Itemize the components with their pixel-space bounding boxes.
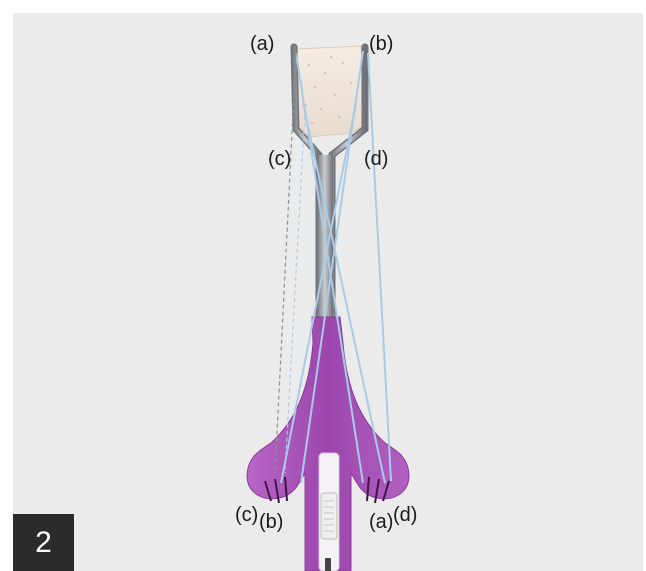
label-bottom-d: (d) [393, 505, 417, 525]
illustration-panel: (a) (b) (c) (d) (c) (b) (a) (d) 2 [13, 13, 643, 571]
step-number-badge: 2 [13, 514, 74, 571]
label-top-left: (a) [250, 34, 274, 54]
label-bottom-c: (c) [235, 505, 258, 525]
suture-device-illustration [13, 13, 643, 571]
label-bottom-a: (a) [369, 512, 393, 532]
label-top-right: (b) [369, 34, 393, 54]
label-bottom-b: (b) [259, 512, 283, 532]
label-mid-left: (c) [268, 149, 291, 169]
slider-knob [321, 493, 337, 539]
label-mid-right: (d) [364, 149, 388, 169]
